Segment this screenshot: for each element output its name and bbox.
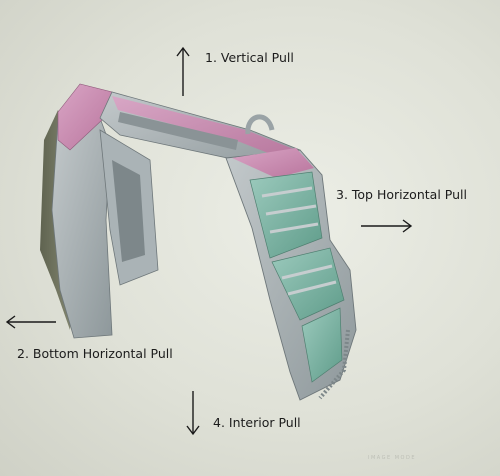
inner-leg-cavity — [112, 160, 145, 262]
rib-group — [261, 186, 337, 296]
arrow-right-top-horizontal-pull — [361, 219, 413, 233]
top-beam-rib — [118, 112, 238, 150]
interior-cavity-upper — [249, 171, 323, 259]
grip-ridge — [318, 329, 350, 400]
left-leg — [51, 117, 113, 339]
interior-pull-label: 4. Interior Pull — [213, 415, 301, 430]
vertical-pull-label: 1. Vertical Pull — [205, 50, 294, 65]
handle-loop — [245, 114, 275, 135]
watermark: IMAGE MODE — [368, 455, 417, 461]
arrow-left-bottom-horizontal-pull — [5, 315, 56, 329]
right-frame-pink — [232, 148, 314, 178]
top-beam-pink — [112, 96, 296, 160]
top-horizontal-pull-label: 3. Top Horizontal Pull — [336, 187, 467, 202]
arrow-up-vertical-pull — [176, 46, 190, 96]
bottom-horizontal-pull-label: 2. Bottom Horizontal Pull — [17, 346, 173, 361]
interior-cavity-bottom — [301, 307, 343, 383]
arrow-down-interior-pull — [186, 391, 200, 436]
